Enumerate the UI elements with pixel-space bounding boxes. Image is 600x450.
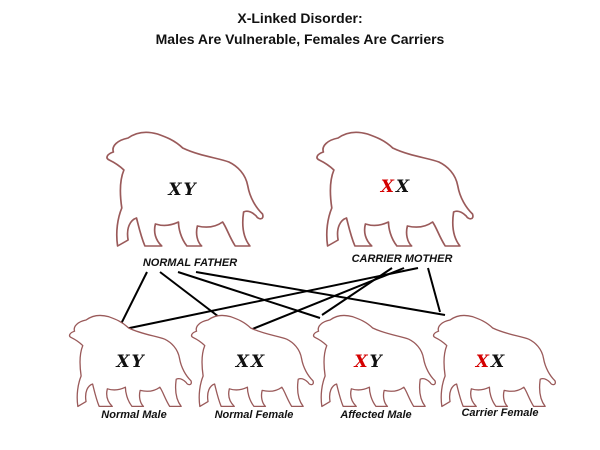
- affected-x-allele: X: [380, 177, 395, 197]
- normal-x-allele: X: [115, 352, 130, 372]
- y-allele: Y: [184, 180, 198, 200]
- diagram-title: X-Linked Disorder:: [237, 10, 363, 26]
- y-allele: Y: [370, 352, 384, 372]
- connection-father-to-carrier-female: [195, 271, 446, 316]
- normal-x-allele: X: [395, 177, 410, 197]
- connection-lines: [119, 267, 446, 334]
- normal-x-allele: X: [167, 180, 182, 200]
- normal-x-allele: X: [250, 352, 265, 372]
- mother-caption: CARRIER MOTHER: [352, 253, 453, 265]
- dog-icon: [68, 314, 192, 408]
- connection-mother-to-normal-male: [119, 267, 419, 331]
- father-caption: NORMAL FATHER: [143, 257, 237, 269]
- normal-x-allele: X: [490, 352, 505, 372]
- affected-x-allele: X: [475, 352, 490, 372]
- offspring-caption: Affected Male: [339, 409, 411, 421]
- offspring-caption: Normal Female: [215, 409, 294, 421]
- offspring-caption: Normal Male: [101, 409, 166, 421]
- connection-mother-to-carrier-female: [427, 267, 441, 313]
- normal-x-allele: X: [235, 352, 250, 372]
- y-allele: Y: [132, 352, 146, 372]
- connection-mother-to-affected-male: [321, 267, 393, 316]
- offspring-caption: Carrier Female: [461, 407, 538, 419]
- dog-icon: [316, 131, 474, 247]
- connection-father-to-normal-male: [119, 271, 148, 327]
- affected-x-allele: X: [353, 352, 368, 372]
- diagram-subtitle: Males Are Vulnerable, Females Are Carrie…: [155, 31, 445, 47]
